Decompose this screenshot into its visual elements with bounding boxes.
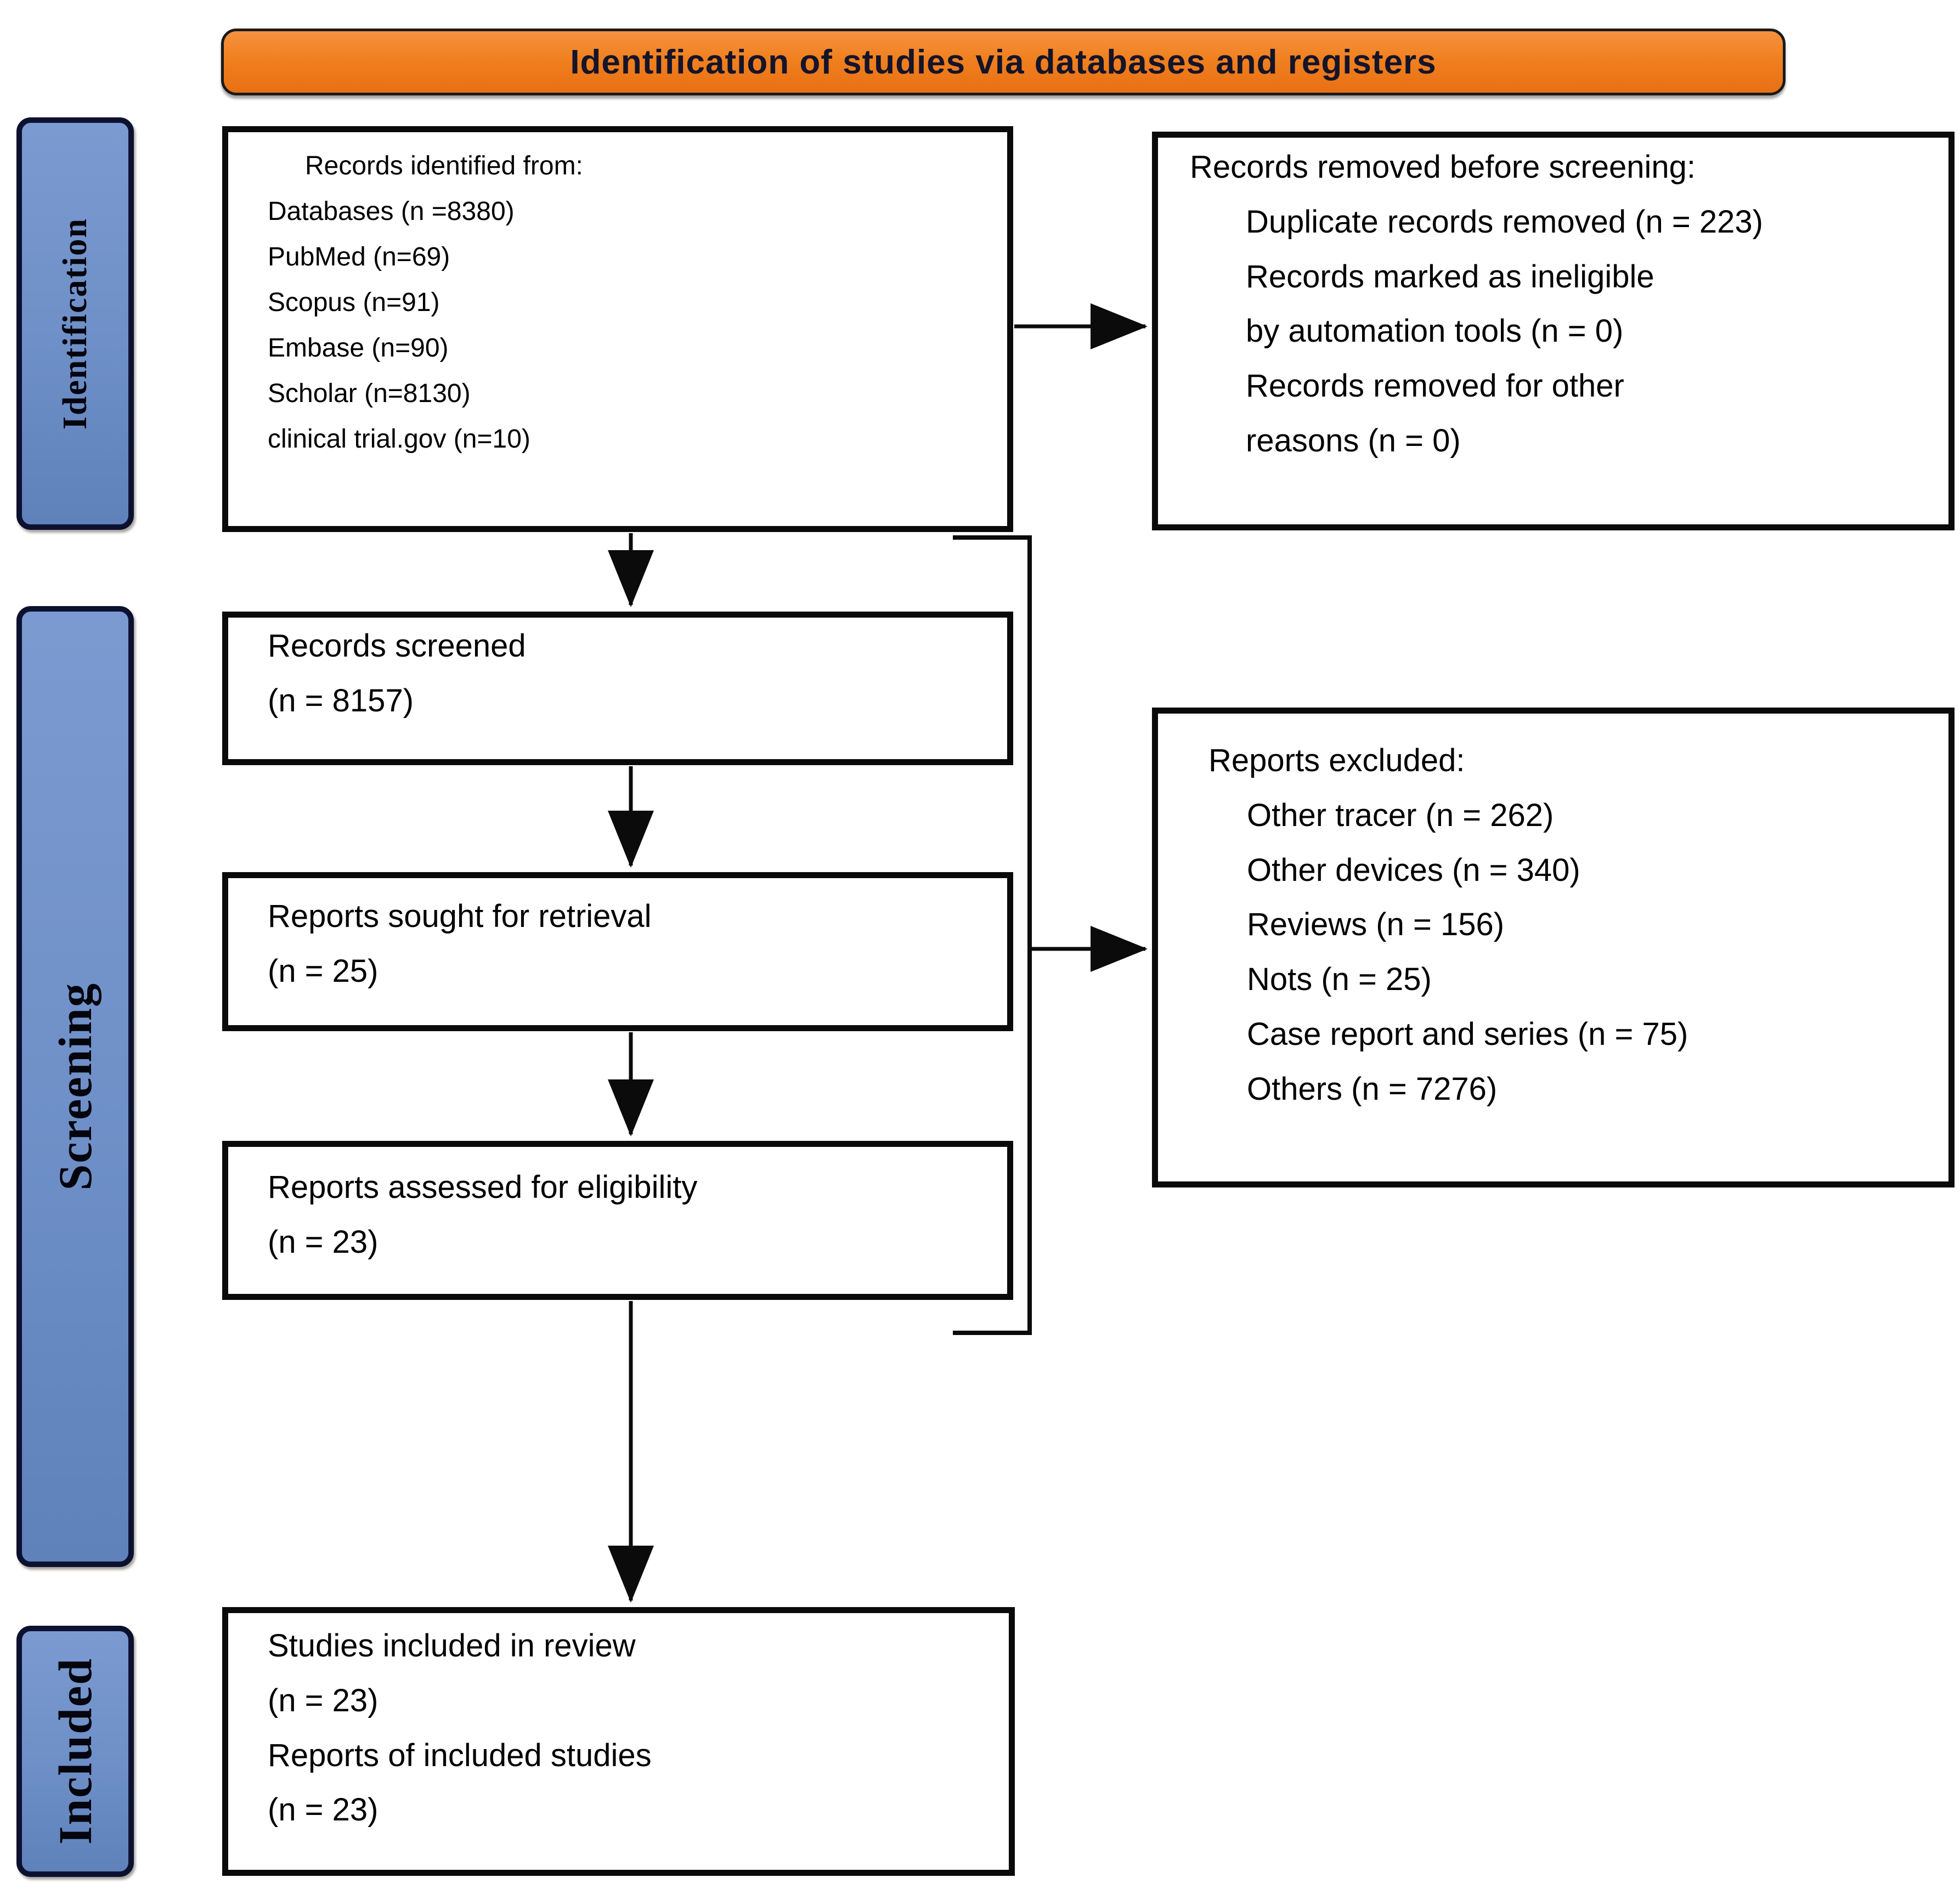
text-line: Records removed for other (1246, 368, 1624, 404)
box-reports-excluded: Reports excluded: Other tracer (n = 262) O… (1152, 708, 1955, 1187)
stage-screening: Screening (16, 606, 134, 1567)
text-line: (n = 23) (268, 1224, 379, 1260)
text-line: PubMed (n=69) (268, 242, 450, 272)
text-line: Other tracer (n = 262) (1247, 797, 1554, 833)
text-line: (n = 23) (268, 1682, 379, 1718)
text-line: Reports excluded: (1208, 743, 1465, 778)
text-line: Nots (n = 25) (1247, 962, 1432, 997)
text-line: (n = 8157) (268, 682, 414, 719)
text-line: Reports of included studies (268, 1737, 652, 1773)
box-records-screened: Records screened (n = 8157) (222, 612, 1013, 765)
text-line: Databases (n =8380) (268, 197, 515, 227)
text-line: Other devices (n = 340) (1247, 852, 1580, 888)
text-line: Duplicate records removed (n = 223) (1246, 203, 1763, 240)
text-line: Case report and series (n = 75) (1247, 1016, 1688, 1052)
stage-identification-label: Identification (56, 217, 94, 430)
stage-screening-label: Screening (49, 982, 101, 1191)
diagram-title: Identification of studies via databases … (570, 43, 1437, 81)
text-line: Others (n = 7276) (1247, 1071, 1498, 1107)
text-line: Reports sought for retrieval (268, 898, 652, 934)
box-reports-assessed-for-eligibility: Reports assessed for eligibility (n = 23) (222, 1141, 1013, 1300)
stage-included-label: Included (49, 1658, 101, 1845)
text-line: Studies included in review (268, 1628, 636, 1664)
text-line: (n = 23) (268, 1792, 379, 1828)
text-line: Embase (n=90) (268, 333, 449, 363)
box-reports-sought-for-retrieval: Reports sought for retrieval (n = 25) (222, 872, 1013, 1031)
text-line: Reviews (n = 156) (1247, 907, 1505, 943)
text-line: clinical trial.gov (n=10) (268, 425, 530, 454)
title-banner: Identification of studies via databases … (221, 29, 1786, 95)
text-line: Records marked as ineligible (1246, 258, 1654, 295)
stage-included: Included (16, 1626, 134, 1877)
box-records-removed-before-screening: Records removed before screening: Duplica… (1152, 132, 1955, 530)
text-line: Records removed before screening: (1190, 149, 1696, 185)
text-line: Scholar (n=8130) (268, 379, 471, 409)
box-records-identified: Records identified from: Databases (n =83… (222, 126, 1013, 532)
text-line: Records screened (268, 628, 526, 664)
text-line: Records identified from: (305, 151, 583, 180)
box-studies-included: Studies included in review (n = 23) Report… (222, 1607, 1015, 1876)
stage-identification: Identification (16, 117, 134, 530)
text-line: Reports assessed for eligibility (268, 1169, 698, 1205)
text-line: Scopus (n=91) (268, 288, 440, 318)
text-line: reasons (n = 0) (1246, 422, 1461, 459)
text-line: by automation tools (n = 0) (1246, 313, 1624, 349)
text-line: (n = 25) (268, 953, 379, 989)
